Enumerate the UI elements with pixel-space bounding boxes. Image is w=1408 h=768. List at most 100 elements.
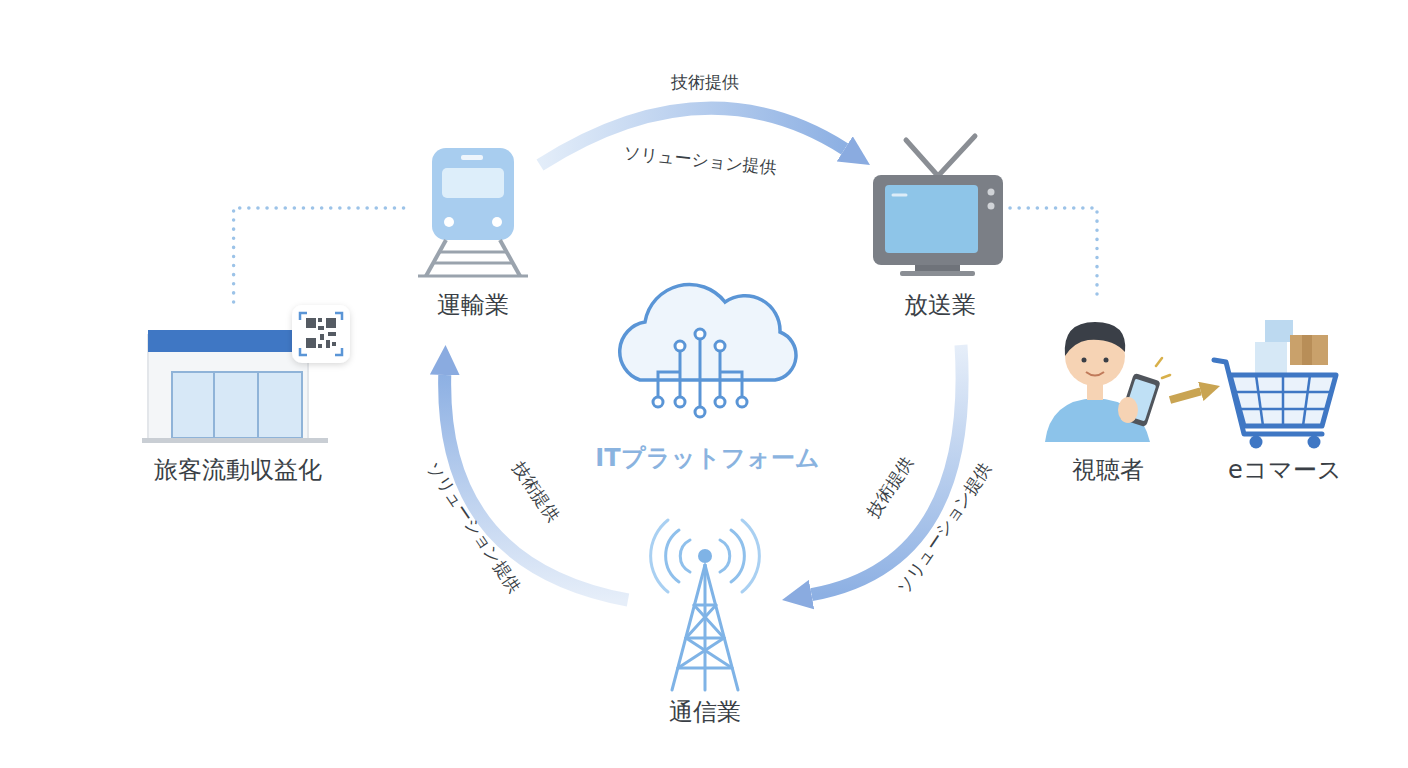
tower-icon <box>678 638 724 668</box>
train-icon <box>426 240 446 276</box>
tv-icon <box>893 194 906 197</box>
tower-icon <box>686 637 724 640</box>
tv-icon <box>906 140 938 176</box>
cloud-icon <box>675 397 685 407</box>
qr-badge <box>306 318 316 328</box>
viewer-icon <box>1086 372 1104 376</box>
ecommerce-node: eコマース <box>1215 320 1355 487</box>
cart-icon <box>1308 436 1321 449</box>
tower-icon <box>694 605 724 638</box>
viewer-icon <box>1082 358 1087 363</box>
tower-icon <box>698 549 712 563</box>
train-icon <box>492 217 502 227</box>
tower-icon <box>672 565 738 690</box>
cart-icon <box>1236 391 1331 394</box>
store-icon <box>148 330 310 352</box>
cart-icon <box>1214 360 1322 434</box>
dotted-link <box>1010 208 1097 300</box>
cloud-icon <box>658 338 742 408</box>
viewer-icon <box>1104 358 1109 363</box>
tv-icon <box>988 203 995 210</box>
cloud-icon <box>653 397 663 407</box>
cart-icon <box>1250 436 1263 449</box>
train-icon <box>434 262 512 265</box>
qr-badge <box>292 305 350 363</box>
qr-badge <box>326 340 330 348</box>
cart-icon <box>1290 335 1328 365</box>
cloud-icon <box>679 350 682 398</box>
transport-node: 運輸業 <box>405 140 540 345</box>
cloud-icon <box>715 341 725 351</box>
cloud-icon <box>695 407 705 417</box>
cart-icon <box>1240 408 1327 411</box>
viewer-icon <box>1045 398 1150 442</box>
viewer-icon <box>1118 397 1138 423</box>
tv-icon <box>885 185 978 253</box>
tower-icon <box>705 565 738 690</box>
train-icon <box>418 148 528 276</box>
viewer-icon <box>1156 358 1170 378</box>
cloud-icon <box>658 372 680 398</box>
broadcast-node: 放送業 <box>870 135 1010 345</box>
train-icon <box>440 251 506 254</box>
train-icon <box>442 168 504 198</box>
viewer-icon <box>1045 322 1170 442</box>
train-icon <box>444 217 454 227</box>
cart-icon <box>1256 375 1263 426</box>
qr-badge <box>326 318 336 328</box>
tower-icon <box>686 605 716 638</box>
cart-icon <box>1302 335 1312 365</box>
cloud-icon <box>699 338 702 408</box>
viewer-icon <box>1156 358 1162 366</box>
tv-icon <box>915 265 960 272</box>
node-label: 通信業 <box>610 697 800 727</box>
cart-icon <box>1303 375 1310 426</box>
store-icon <box>257 372 259 438</box>
store-icon <box>172 372 302 438</box>
train-icon <box>461 155 483 160</box>
qr-badge <box>328 332 336 336</box>
cloud-icon <box>719 350 722 398</box>
tv-icon <box>873 175 1003 265</box>
node-label: eコマース <box>1185 455 1385 485</box>
cart-icon <box>1214 320 1336 449</box>
tv-icon <box>873 136 1003 276</box>
cloud-icon <box>720 372 742 398</box>
tv-icon <box>988 189 995 196</box>
cloud-icon <box>620 284 796 380</box>
qr-badge <box>292 305 350 363</box>
flow-arrow <box>445 375 628 600</box>
train-icon <box>432 148 514 240</box>
cart-icon <box>1230 375 1336 426</box>
qr-badge <box>300 313 342 355</box>
cloud-icon <box>653 329 747 417</box>
train-icon <box>418 275 528 278</box>
node-label: 放送業 <box>840 290 1040 320</box>
qr-badge <box>318 326 324 330</box>
flow-arrow <box>812 345 963 595</box>
edge-label: 技術提供 <box>862 453 918 522</box>
node-label: ITプラットフォーム <box>570 443 845 473</box>
cart-icon <box>1255 342 1287 375</box>
tower-icon <box>694 604 716 607</box>
solution-label: ソリューション提供 <box>623 141 777 179</box>
node-label: 運輸業 <box>375 290 570 320</box>
cloud-icon <box>715 397 725 407</box>
tower-icon <box>704 565 707 690</box>
telecom-node: 通信業 <box>640 525 770 730</box>
solution-label: ソリューション提供 <box>422 457 526 596</box>
viewer-icon <box>1162 375 1170 378</box>
cart-icon <box>1265 320 1293 342</box>
node-label: 旅客流動収益化 <box>110 455 365 485</box>
tower-icon <box>686 638 732 668</box>
dotted-link <box>234 208 405 302</box>
qr-badge <box>320 334 324 340</box>
store-icon <box>142 438 328 443</box>
platform-node: ITプラットフォーム <box>600 275 815 475</box>
tower-icon <box>678 667 732 670</box>
viewer-node: 視聴者 <box>1045 300 1170 487</box>
cart-icon <box>1282 375 1285 426</box>
